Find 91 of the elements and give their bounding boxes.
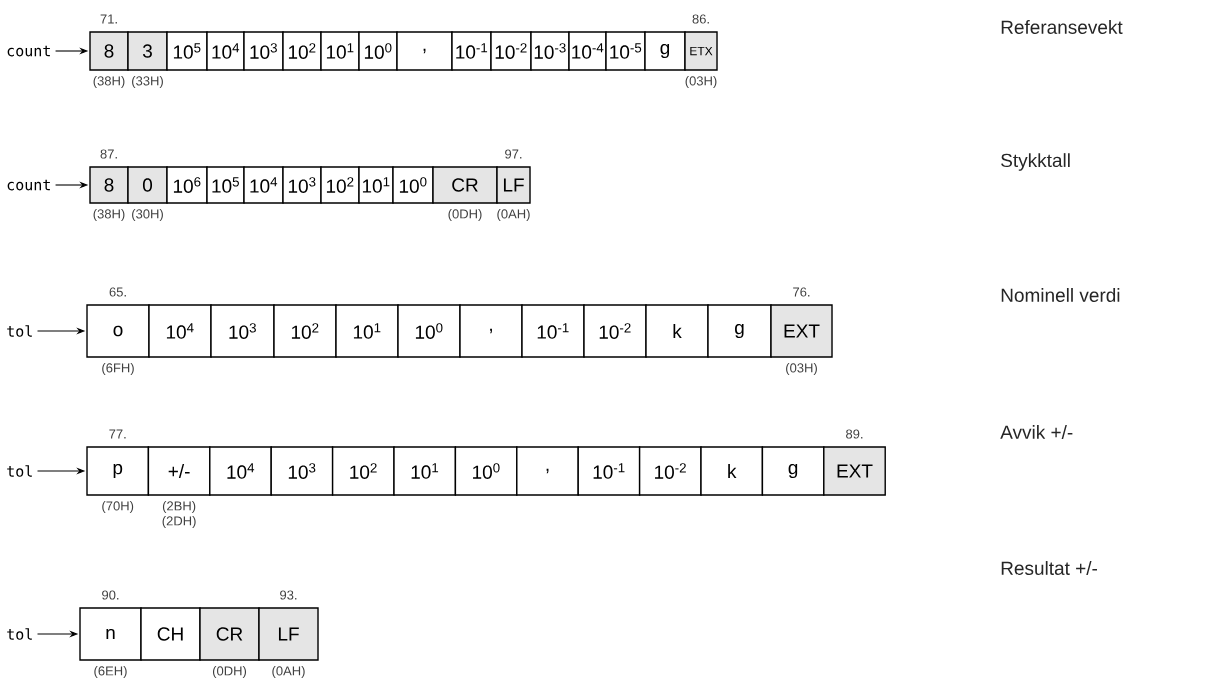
byte-cell: LF	[258, 607, 319, 661]
hex-code: (6EH)	[94, 665, 127, 679]
byte-cell: 10$^{1}$	[335, 304, 399, 358]
byte-cell: 10$^{1}$	[320, 31, 360, 71]
byte-cell: g	[644, 31, 686, 71]
hex-code: (0AH)	[272, 665, 305, 679]
byte-cell: 10$^{2}$	[282, 31, 322, 71]
byte-cell: p	[86, 446, 150, 496]
byte-cell: k	[645, 304, 709, 358]
position-number: 86.	[692, 14, 709, 24]
byte-cell: 10$^{3}$	[282, 166, 322, 204]
byte-cell: 10$^{3}$	[243, 31, 284, 71]
position-number: 89.	[846, 429, 863, 439]
byte-cell: CR	[199, 607, 260, 661]
byte-cell: 3	[127, 31, 168, 71]
byte-cell: 10$^{3}$	[270, 446, 334, 496]
byte-cell: 10$^{-5}$	[605, 31, 646, 71]
byte-cell: 10$^{2}$	[331, 446, 395, 496]
byte-cell: 10$^{-1}$	[521, 304, 585, 358]
byte-cell: 0	[127, 166, 168, 204]
register-label: tol	[7, 628, 32, 640]
position-number: 97.	[505, 149, 522, 159]
row-title: Referansevekt	[1001, 20, 1123, 34]
byte-cell: ,	[516, 446, 579, 496]
byte-cell: 10$^{5}$	[166, 31, 208, 71]
hex-code: (0DH)	[212, 665, 247, 679]
hex-code: (0AH)	[497, 208, 530, 222]
byte-cell: 10$^{-2}$	[638, 446, 702, 496]
hex-code: (2DH)	[162, 515, 196, 529]
byte-cell: 8	[89, 166, 129, 204]
byte-cell: 10$^{0}$	[392, 166, 434, 204]
byte-cell: 10$^{0}$	[454, 446, 518, 496]
position-number: 65.	[109, 287, 126, 297]
byte-cell: CH	[140, 607, 201, 661]
byte-cell: 10$^{0}$	[397, 304, 461, 358]
byte-cell: +/-	[147, 446, 211, 496]
byte-cell: 10$^{-2}$	[583, 304, 647, 358]
byte-cell: 10$^{1}$	[358, 166, 394, 204]
hex-code: (70H)	[102, 500, 134, 514]
hex-code: (03H)	[685, 75, 717, 89]
hex-code: (38H)	[93, 75, 125, 89]
byte-cell: EXT	[770, 304, 833, 358]
hex-code: (03H)	[786, 362, 817, 376]
byte-cell: 10$^{-3}$	[530, 31, 570, 71]
byte-cell: g	[761, 446, 825, 496]
byte-cell: 10$^{1}$	[393, 446, 457, 496]
register-label: tol	[7, 325, 32, 337]
byte-cell: 10$^{4}$	[243, 166, 284, 204]
byte-cell: o	[86, 304, 150, 358]
byte-cell: 10$^{0}$	[358, 31, 398, 71]
byte-cell: k	[700, 446, 764, 496]
row-title: Nominell verdi	[1001, 288, 1120, 302]
byte-cell: 10$^{-2}$	[490, 31, 532, 71]
hex-code: (33H)	[132, 75, 163, 89]
byte-cell: 10$^{2}$	[320, 166, 360, 204]
byte-cell: LF	[496, 166, 531, 204]
byte-cell: 10$^{-1}$	[451, 31, 492, 71]
hex-code: (6FH)	[102, 362, 134, 376]
byte-cell: CR	[432, 166, 498, 204]
position-number: 87.	[100, 149, 117, 159]
byte-cell: 10$^{-1}$	[577, 446, 641, 496]
register-label: tol	[7, 465, 32, 477]
position-number: 76.	[793, 287, 810, 297]
hex-code: (38H)	[93, 208, 125, 222]
byte-cell: g	[707, 304, 772, 358]
byte-cell: ,	[459, 304, 523, 358]
byte-cell: 10$^{4}$	[206, 31, 245, 71]
position-number: 93.	[280, 590, 297, 600]
byte-cell: 10$^{6}$	[166, 166, 208, 204]
hex-code: (0DH)	[448, 208, 482, 222]
byte-cell: n	[79, 607, 142, 661]
position-number: 77.	[109, 429, 126, 439]
byte-cell: 10$^{4}$	[148, 304, 212, 358]
hex-code: (2BH)	[162, 500, 196, 514]
byte-cell: EXT	[823, 446, 886, 496]
row-title: Avvik +/-	[1000, 425, 1073, 439]
row-title: Stykktall	[1001, 153, 1070, 171]
byte-cell: ,	[396, 31, 453, 71]
register-label: count	[7, 45, 50, 57]
position-number: 90.	[102, 590, 119, 600]
register-label: count	[7, 179, 50, 191]
byte-cell: 10$^{3}$	[210, 304, 275, 358]
row-title: Resultat +/-	[1001, 561, 1097, 575]
position-number: 71.	[100, 14, 117, 24]
byte-cell: 10$^{2}$	[273, 304, 337, 358]
byte-cell: 10$^{-4}$	[568, 31, 607, 71]
byte-cell: 10$^{4}$	[209, 446, 272, 496]
hex-code: (30H)	[132, 208, 163, 222]
byte-cell: ETX	[684, 31, 718, 71]
byte-cell: 8	[89, 31, 129, 71]
byte-cell: 10$^{5}$	[206, 166, 245, 204]
